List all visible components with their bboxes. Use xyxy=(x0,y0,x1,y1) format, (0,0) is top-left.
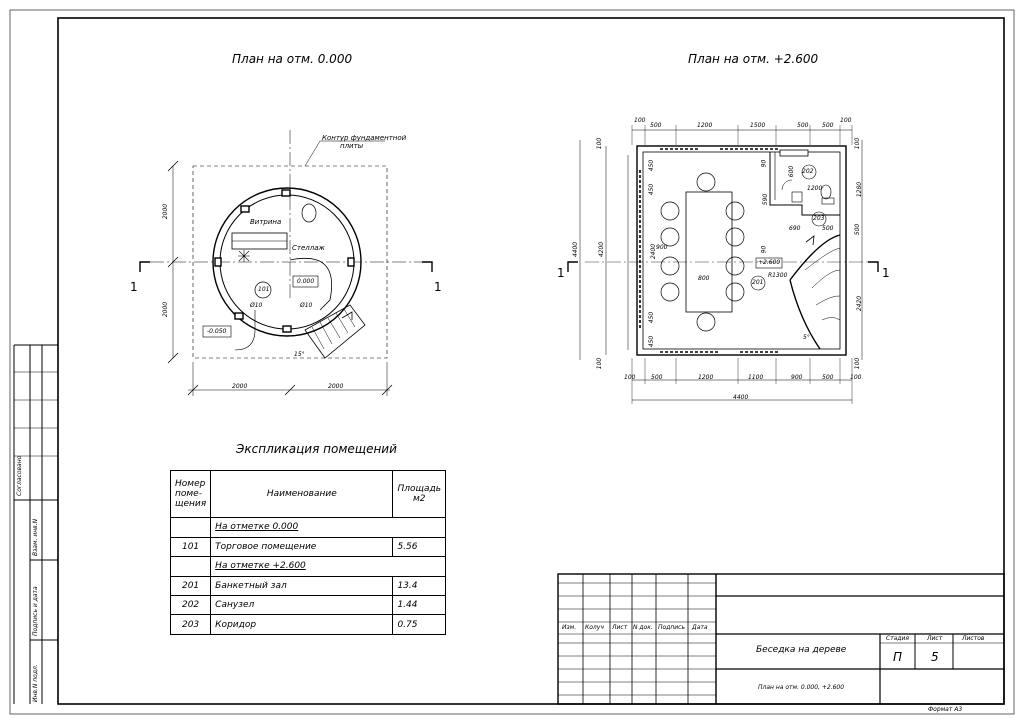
stamp-listov-header: Листов xyxy=(962,635,985,642)
plan1-angle: 15° xyxy=(294,351,305,358)
plan1-dim-x1: 2000 xyxy=(232,383,248,390)
plan1-vitrina: Витрина xyxy=(250,218,282,226)
plan2-top-dim-5: 500 xyxy=(822,122,834,129)
plan1-section-right: 1 xyxy=(434,280,442,294)
plan2-bottom-dim-3: 1100 xyxy=(748,374,764,381)
plan1-room-101: 101 xyxy=(258,286,270,293)
plan2-section-right: 1 xyxy=(882,266,890,280)
table-row: 203 Коридор 0.75 xyxy=(169,614,446,635)
plan2-dim-900: 900 xyxy=(656,244,668,251)
stamp-data: Дата xyxy=(692,624,708,631)
plan2-inner-right-0: 590 xyxy=(762,193,770,206)
plan2-left-overall: 4400 xyxy=(572,241,580,258)
plan2-inner-right-4: 1200 xyxy=(807,185,823,192)
stamp-list-header: Лист xyxy=(927,635,943,642)
plan2-top-dim-4: 500 xyxy=(797,122,809,129)
plan2-inner-right-3: 90 xyxy=(760,245,768,254)
plan2-bottom-dim-4: 900 xyxy=(791,374,803,381)
stamp-ndok: N док. xyxy=(633,624,653,631)
table-row: 201 Банкетный зал 13.4 xyxy=(169,575,446,597)
plan2-left-inner: 4200 xyxy=(598,241,606,258)
plan2-dim-800: 800 xyxy=(698,275,710,282)
plan1-title: План на отм. 0.000 xyxy=(232,52,353,66)
plan2-top-dim-2: 1200 xyxy=(697,122,713,129)
plan2-right-4: 100 xyxy=(854,357,862,370)
side-vzam: Взам. инв.N xyxy=(32,518,39,556)
stamp-sheet-desc: План на отм. 0.000, +2.600 xyxy=(758,684,845,691)
plan2-inner-right-2: 90 xyxy=(760,159,768,168)
plan2-section-left: 1 xyxy=(557,266,565,280)
plan2-right-3: 2420 xyxy=(856,295,864,312)
plan1-dim-2000-top: 2000 xyxy=(162,203,170,220)
explication-title: Экспликация помещений xyxy=(236,442,397,456)
plan2-room-201: 201 xyxy=(752,279,764,286)
plan2-right-0: 100 xyxy=(854,137,862,150)
plan1-dim-r2: Ø10 xyxy=(300,302,313,309)
group-header-2600: На отметке +2.600 xyxy=(210,556,446,577)
stamp-stadiya-header: Стадия xyxy=(886,635,910,642)
plan2-right-2: 500 xyxy=(854,223,862,236)
plan2-right-1: 1280 xyxy=(856,181,864,198)
table-row: 101 Торговое помещение 5.56 xyxy=(169,536,446,558)
plan2-room-202: 202 xyxy=(802,168,814,175)
side-inv: Инв.N подл. xyxy=(32,664,39,702)
plan1-dim-2000-bottom: 2000 xyxy=(162,301,170,318)
explication-table: Номер поме-щения Наименование Площадь м2… xyxy=(169,469,446,635)
plan1-contour-note-1: Контур фундаментной xyxy=(322,134,407,142)
plan2-inner-left-3: 450 xyxy=(648,311,656,324)
plan1-geometry xyxy=(139,130,433,396)
plan1-dim-r1: Ø10 xyxy=(250,302,263,309)
stamp-koluch: Колуч xyxy=(585,624,604,631)
plan2-inner-right-1: 600 xyxy=(788,165,796,178)
plan2-geometry xyxy=(567,125,879,404)
plan2-radius: R1300 xyxy=(768,272,788,279)
plan2-inner-right-5: 690 xyxy=(789,225,801,232)
stamp-podpis: Подпись xyxy=(658,624,685,631)
plan2-left-100b: 100 xyxy=(596,357,604,370)
plan2-inner-left-1: 450 xyxy=(648,183,656,196)
col-name-header: Наименование xyxy=(210,469,394,519)
stamp-list-number: 5 xyxy=(931,650,939,664)
side-podpis: Подпись и дата xyxy=(32,586,39,636)
stamp-stadiya: П xyxy=(893,650,903,664)
plan2-bottom-dim-2: 1200 xyxy=(698,374,714,381)
plan2-top-dim-3: 1500 xyxy=(750,122,766,129)
plan1-mark-neg: -0.050 xyxy=(207,328,227,335)
plan2-top-dim-1: 500 xyxy=(650,122,662,129)
stamp-list: Лист xyxy=(612,624,628,631)
plan1-mark-000: 0.000 xyxy=(297,278,315,285)
title-block-lines xyxy=(557,573,1005,705)
plan2-bottom-dim-6: 100 xyxy=(850,374,862,381)
plan2-inner-right-6: 500 xyxy=(822,225,834,232)
group-header-000: На отметке 0.000 xyxy=(210,517,446,538)
plan2-inner-left-0: 450 xyxy=(648,159,656,172)
plan2-angle: 5° xyxy=(803,334,810,341)
side-soglasovano: Согласовано xyxy=(16,455,23,496)
col-area-header: Площадь м2 xyxy=(392,469,446,519)
plan2-mark: +2.600 xyxy=(758,259,781,266)
stamp-format: Формат А3 xyxy=(928,706,963,713)
plan2-overall: 4400 xyxy=(733,394,749,401)
col-num-header: Номер поме-щения xyxy=(169,469,212,519)
plan1-contour-note-2: плиты xyxy=(340,142,364,150)
plan2-room-203: 203 xyxy=(813,215,825,222)
plan1-section-left: 1 xyxy=(130,280,138,294)
plan2-bottom-dim-5: 500 xyxy=(822,374,834,381)
table-row: 202 Санузел 1.44 xyxy=(169,595,446,616)
plan2-inner-left-4: 450 xyxy=(648,335,656,348)
plan2-title: План на отм. +2.600 xyxy=(688,52,819,66)
plan2-top-dim-0: 100 xyxy=(634,117,646,124)
plan2-left-100a: 100 xyxy=(596,137,604,150)
plan2-bottom-dim-1: 500 xyxy=(651,374,663,381)
plan1-stellazh: Стеллаж xyxy=(292,244,325,252)
plan1-dim-x2: 2000 xyxy=(328,383,344,390)
plan2-top-dim-6: 100 xyxy=(840,117,852,124)
stamp-project: Беседка на дереве xyxy=(756,645,847,655)
plan2-bottom-dim-0: 100 xyxy=(624,374,636,381)
stamp-izm: Изм. xyxy=(562,624,577,631)
